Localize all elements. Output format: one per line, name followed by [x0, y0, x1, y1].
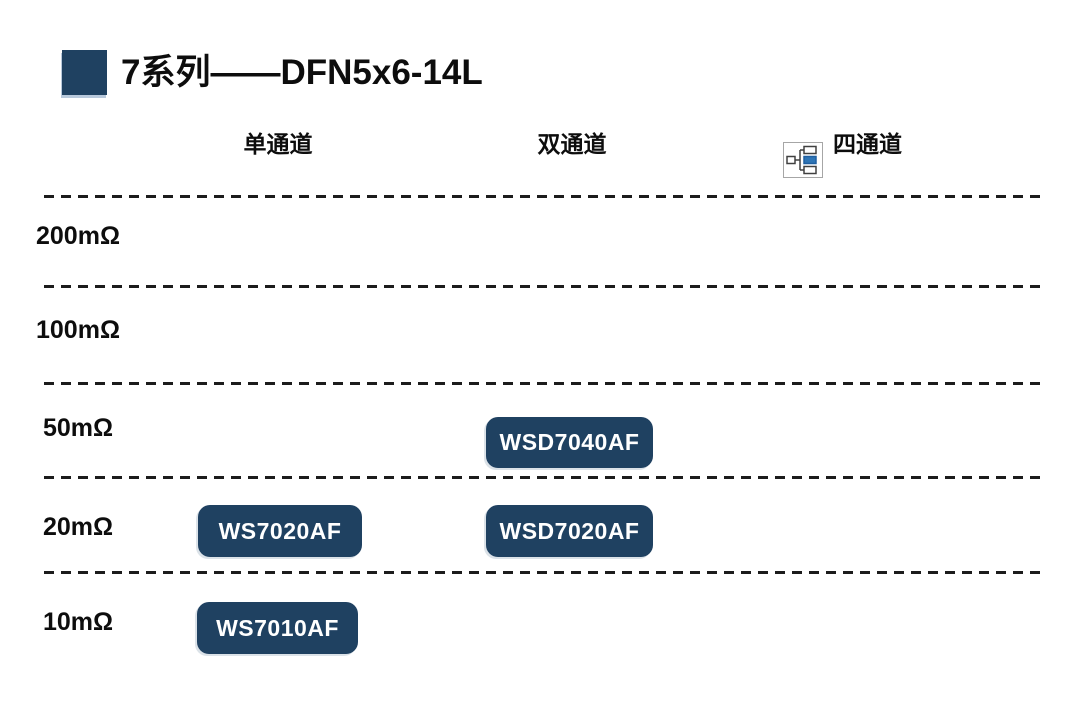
column-header-quad-channel: 四通道: [833, 131, 902, 157]
dashed-divider-4: [44, 476, 1047, 479]
org-chart-icon: [783, 142, 823, 178]
row-label-50mohm: 50mΩ: [42, 414, 114, 442]
row-label-100mohm: 100mΩ: [36, 316, 120, 344]
dashed-divider-2: [44, 285, 1047, 288]
row-label-200mohm: 200mΩ: [36, 222, 120, 250]
dashed-divider-3: [44, 382, 1047, 385]
column-header-dual-channel: 双通道: [537, 131, 607, 157]
title-bullet-square: [62, 50, 107, 95]
dashed-divider-1: [44, 195, 1047, 198]
column-header-single-channel: 单通道: [243, 131, 313, 157]
page-title: 7系列——DFN5x6-14L: [121, 53, 483, 92]
row-label-20mohm: 20mΩ: [42, 513, 114, 541]
part-chip-ws7010af: WS7010AF: [197, 602, 358, 654]
part-chip-ws7020af: WS7020AF: [198, 505, 362, 557]
dashed-divider-5: [44, 571, 1047, 574]
part-chip-wsd7020af: WSD7020AF: [486, 505, 653, 557]
part-chip-wsd7040af: WSD7040AF: [486, 417, 653, 468]
row-label-10mohm: 10mΩ: [42, 608, 114, 636]
